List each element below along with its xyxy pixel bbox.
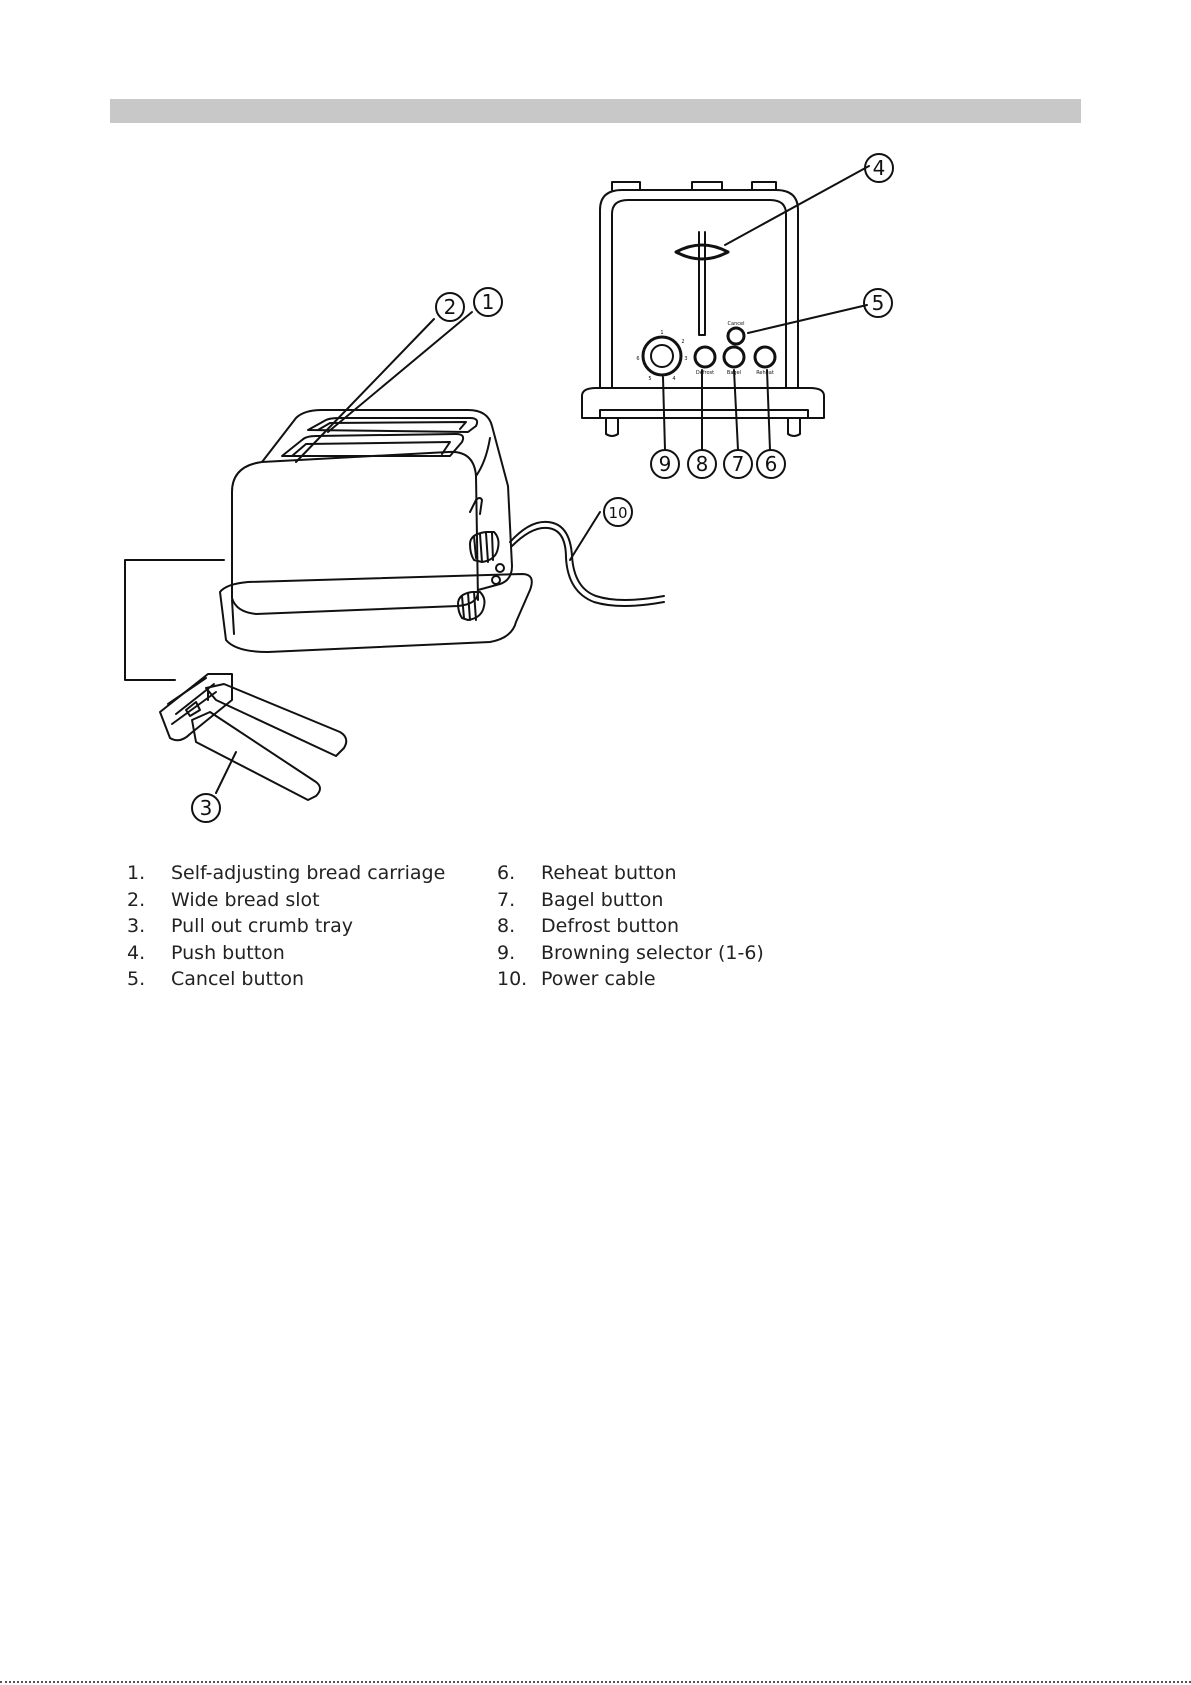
parts-list-left: 1. Self-adjusting bread carriage 2. Wide…: [127, 860, 487, 993]
list-item: 4. Push button: [127, 940, 487, 967]
part-number: 5.: [127, 966, 171, 993]
callout-4: 4: [873, 156, 886, 180]
part-label: Browning selector (1-6): [541, 940, 897, 967]
callout-leaders: [216, 166, 869, 793]
callout-7: 7: [732, 452, 745, 476]
crumb-tray-connector-line: [125, 560, 224, 680]
part-label: Power cable: [541, 966, 897, 993]
page-bottom-border: [0, 1681, 1191, 1683]
dial-mark-3: 3: [684, 356, 687, 362]
list-item: 1. Self-adjusting bread carriage: [127, 860, 487, 887]
list-item: 3. Pull out crumb tray: [127, 913, 487, 940]
dial-mark-1: 1: [660, 330, 663, 336]
part-number: 9.: [497, 940, 541, 967]
callout-6: 6: [765, 452, 778, 476]
toaster-diagram: Defrost Bagel Reheat Cancel 1 2 3 4 5 6: [0, 0, 1191, 840]
callout-10: 10: [608, 504, 627, 522]
dial-mark-5: 5: [648, 376, 651, 382]
list-item: 9. Browning selector (1-6): [497, 940, 897, 967]
part-label: Self-adjusting bread carriage: [171, 860, 487, 887]
callout-8: 8: [696, 452, 709, 476]
parts-list-right: 6. Reheat button 7. Bagel button 8. Defr…: [497, 860, 897, 993]
part-number: 1.: [127, 860, 171, 887]
part-number: 6.: [497, 860, 541, 887]
part-number: 2.: [127, 887, 171, 914]
list-item: 6. Reheat button: [497, 860, 897, 887]
list-item: 7. Bagel button: [497, 887, 897, 914]
list-item: 5. Cancel button: [127, 966, 487, 993]
part-number: 7.: [497, 887, 541, 914]
part-label: Bagel button: [541, 887, 897, 914]
part-label: Cancel button: [171, 966, 487, 993]
dial-mark-2: 2: [681, 339, 684, 345]
part-number: 10.: [497, 966, 541, 993]
part-number: 3.: [127, 913, 171, 940]
part-label: Pull out crumb tray: [171, 913, 487, 940]
part-label: Wide bread slot: [171, 887, 487, 914]
list-item: 8. Defrost button: [497, 913, 897, 940]
panel-label-defrost: Defrost: [696, 370, 714, 376]
list-item: 10. Power cable: [497, 966, 897, 993]
dial-mark-6: 6: [636, 356, 639, 362]
callout-9: 9: [659, 452, 672, 476]
part-label: Reheat button: [541, 860, 897, 887]
part-label: Push button: [171, 940, 487, 967]
toaster-perspective-view: [220, 410, 664, 652]
part-number: 4.: [127, 940, 171, 967]
panel-label-reheat: Reheat: [756, 370, 774, 376]
part-label: Defrost button: [541, 913, 897, 940]
panel-label-cancel: Cancel: [728, 321, 745, 327]
callout-2: 2: [444, 295, 457, 319]
crumb-tray: [160, 674, 346, 800]
callout-3: 3: [200, 796, 213, 820]
dial-mark-4: 4: [672, 376, 675, 382]
callout-1: 1: [482, 290, 495, 314]
callout-5: 5: [872, 291, 885, 315]
list-item: 2. Wide bread slot: [127, 887, 487, 914]
part-number: 8.: [497, 913, 541, 940]
